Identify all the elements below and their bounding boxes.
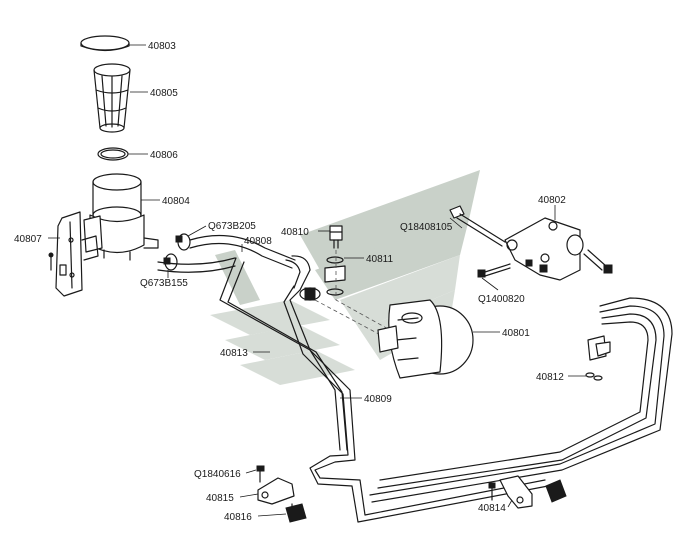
label-Q18408105: Q18408105 [400,222,453,233]
label-40806: 40806 [150,150,178,161]
part-40802-pump-bracket[interactable] [504,217,584,281]
part-40812-washer[interactable] [585,372,603,381]
part-40814-clamp[interactable] [488,475,567,509]
part-40807-bracket[interactable] [48,211,99,297]
part-40801-pump[interactable] [377,299,474,379]
bolt-Q1840616[interactable] [256,465,265,483]
part-40804-reservoir[interactable] [83,173,159,261]
label-40804: 40804 [162,196,190,207]
part-labels: 40803 40805 40806 40804 40807 Q673B205 4… [14,41,566,523]
clamp-Q673B155[interactable] [163,253,178,271]
bolt-Q18408105[interactable] [449,205,506,247]
part-40811-fittings[interactable] [299,256,346,301]
leader-lines [48,44,586,517]
label-40812: 40812 [536,372,564,383]
label-40801: 40801 [502,328,530,339]
assembly-guide-line [314,299,391,341]
label-Q673B155: Q673B155 [140,278,188,289]
label-40811: 40811 [366,254,394,265]
label-40809: 40809 [364,394,392,405]
label-40813: 40813 [220,348,248,359]
label-40814: 40814 [478,503,506,514]
label-40810: 40810 [281,227,309,238]
label-40816: 40816 [224,512,252,523]
label-Q673B205: Q673B205 [208,221,256,232]
part-40803-cap[interactable] [80,35,130,52]
part-40815-clamp[interactable] [257,477,295,505]
part-40816-clamp[interactable] [285,503,307,523]
label-40808: 40808 [244,236,272,247]
clamp-Q673B205[interactable] [175,233,191,251]
assembly-guide-line [335,250,391,331]
label-40815: 40815 [206,493,234,504]
part-40809-pipe[interactable] [283,285,673,523]
part-40808-hose[interactable] [157,234,311,291]
label-Q1840616: Q1840616 [194,469,241,480]
part-40810-banjo-bolt[interactable] [329,225,343,249]
part-40805-filter[interactable] [93,63,131,133]
label-40803: 40803 [148,41,176,52]
label-40805: 40805 [150,88,178,99]
part-40806-o-ring[interactable] [97,147,129,161]
label-40802: 40802 [538,195,566,206]
label-Q1400820: Q1400820 [478,294,525,305]
bolt-Q1400820[interactable] [477,249,613,278]
label-40807: 40807 [14,234,42,245]
